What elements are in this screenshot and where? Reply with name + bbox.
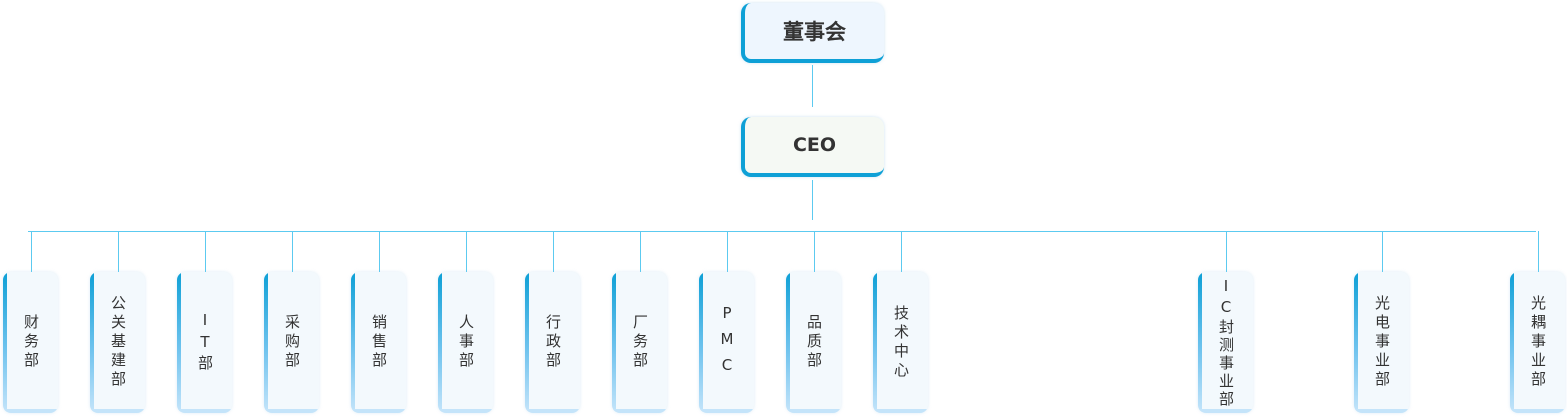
dept-pmc[interactable]: PMC: [699, 272, 754, 413]
dept-label: 光电事业部: [1373, 295, 1391, 390]
dept-label: 公关基建部: [109, 295, 127, 390]
connector-board-ceo: [812, 65, 813, 107]
dept-ic-packaging-testing[interactable]: IC封测事业部: [1198, 272, 1253, 413]
dept-label: 财务部: [22, 314, 40, 371]
departments-bus-line: [28, 231, 1536, 232]
dept-label: 人事部: [457, 314, 475, 371]
ceo-node[interactable]: CEO: [741, 117, 884, 177]
dept-label: IT部: [196, 311, 214, 374]
dept-pr-infrastructure[interactable]: 公关基建部: [90, 272, 145, 413]
board-node[interactable]: 董事会: [741, 3, 884, 63]
dept-hr[interactable]: 人事部: [438, 272, 493, 413]
connector-drop: [118, 231, 119, 272]
dept-optoelectronics[interactable]: 光电事业部: [1354, 272, 1409, 413]
connector-drop: [1226, 231, 1227, 272]
connector-ceo-departments: [812, 180, 813, 220]
ceo-label: CEO: [792, 134, 837, 156]
dept-label: PMC: [718, 303, 736, 382]
dept-optocoupler[interactable]: 光耦事业部: [1510, 272, 1565, 413]
dept-label: 技术中心: [892, 304, 910, 381]
dept-it[interactable]: IT部: [177, 272, 232, 413]
dept-tech-center[interactable]: 技术中心: [873, 272, 928, 413]
connector-drop: [1538, 231, 1539, 272]
dept-label: 采购部: [283, 314, 301, 371]
connector-drop: [292, 231, 293, 272]
dept-finance[interactable]: 财务部: [3, 272, 58, 413]
connector-drop: [727, 231, 728, 272]
dept-purchasing[interactable]: 采购部: [264, 272, 319, 413]
connector-drop: [901, 231, 902, 272]
connector-drop: [1382, 231, 1383, 272]
connector-drop: [553, 231, 554, 272]
connector-drop: [640, 231, 641, 272]
connector-drop: [205, 231, 206, 272]
connector-drop: [814, 231, 815, 272]
connector-drop: [466, 231, 467, 272]
dept-quality[interactable]: 品质部: [786, 272, 841, 413]
board-label: 董事会: [783, 20, 846, 44]
connector-drop: [379, 231, 380, 272]
dept-label: IC封测事业部: [1217, 276, 1235, 409]
dept-label: 品质部: [805, 314, 823, 371]
dept-sales[interactable]: 销售部: [351, 272, 406, 413]
dept-label: 光耦事业部: [1529, 295, 1547, 390]
dept-label: 厂务部: [631, 314, 649, 371]
dept-facilities[interactable]: 厂务部: [612, 272, 667, 413]
connector-drop: [31, 231, 32, 272]
dept-label: 行政部: [544, 314, 562, 371]
dept-admin[interactable]: 行政部: [525, 272, 580, 413]
dept-label: 销售部: [370, 314, 388, 371]
